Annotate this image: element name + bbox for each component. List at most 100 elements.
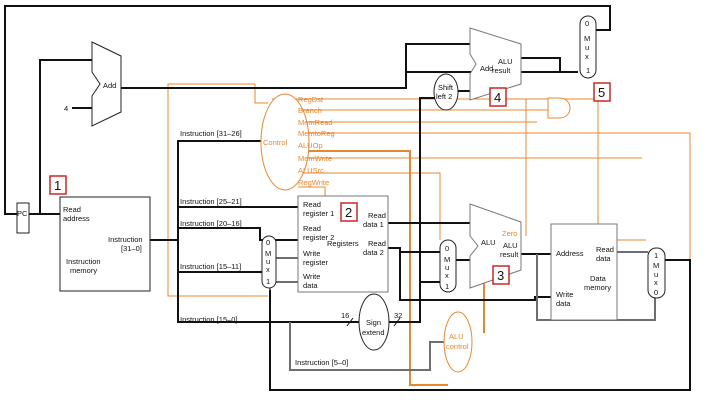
svg-text:left 2: left 2 xyxy=(436,92,452,101)
svg-text:Instruction [15–11]: Instruction [15–11] xyxy=(180,262,241,271)
svg-text:memory: memory xyxy=(70,266,97,275)
svg-text:Data: Data xyxy=(590,274,607,283)
svg-text:x: x xyxy=(266,265,270,274)
svg-text:Read: Read xyxy=(303,200,321,209)
svg-text:u: u xyxy=(585,43,589,52)
svg-text:Write: Write xyxy=(303,272,320,281)
svg-text:Shift: Shift xyxy=(438,83,454,92)
svg-text:1: 1 xyxy=(654,251,658,260)
svg-text:5: 5 xyxy=(598,85,605,100)
constant-four: 4 xyxy=(64,104,68,113)
svg-text:Instruction [15–0]: Instruction [15–0] xyxy=(180,315,238,324)
svg-text:Instruction: Instruction xyxy=(66,257,101,266)
signal-branch: Branch xyxy=(298,106,322,115)
control-unit: Control xyxy=(260,93,310,191)
control-title: Control xyxy=(263,138,288,147)
svg-text:16: 16 xyxy=(341,311,349,320)
svg-text:register 2: register 2 xyxy=(303,233,334,242)
tag-5: 5 xyxy=(593,82,611,102)
mux-memtoreg: 1 M u x 0 xyxy=(647,247,666,299)
tag-2: 2 xyxy=(340,202,358,222)
signal-regwrite: RegWrite xyxy=(298,178,329,187)
svg-text:Read: Read xyxy=(596,245,614,254)
svg-text:M: M xyxy=(265,249,271,258)
svg-text:data 2: data 2 xyxy=(363,248,384,257)
signal-regdst: RegDst xyxy=(298,95,324,104)
svg-text:ALU: ALU xyxy=(503,241,518,250)
svg-text:x: x xyxy=(585,52,589,61)
mux-alusrc: 0 M u x 1 xyxy=(439,239,457,293)
svg-text:2: 2 xyxy=(345,205,352,220)
data-memory: Address Read data Write data Data memory xyxy=(550,223,618,321)
signal-memtoreg: MemtoReg xyxy=(298,129,335,138)
svg-text:Read: Read xyxy=(368,239,386,248)
signal-memwrite: MemWrite xyxy=(298,154,332,163)
svg-text:0: 0 xyxy=(445,244,449,253)
svg-text:ALU: ALU xyxy=(449,332,464,341)
svg-text:u: u xyxy=(654,270,658,279)
svg-text:Instruction [5–0]: Instruction [5–0] xyxy=(295,358,348,367)
svg-text:data: data xyxy=(556,299,571,308)
tag-4: 4 xyxy=(489,87,507,107)
branch-and-gate xyxy=(547,97,571,119)
add-label: Add xyxy=(103,81,116,90)
svg-text:[31–0]: [31–0] xyxy=(121,244,142,253)
control-wires xyxy=(167,83,691,386)
svg-text:Write: Write xyxy=(556,290,573,299)
registers-title: Registers xyxy=(327,239,359,248)
branch-alu-label: ALU xyxy=(498,57,513,66)
pc-register: PC xyxy=(16,202,30,234)
svg-text:0: 0 xyxy=(654,288,658,297)
instruction-memory: Read address Instruction [31–0] Instruct… xyxy=(59,196,151,292)
svg-text:extend: extend xyxy=(362,328,385,337)
svg-text:0: 0 xyxy=(266,238,270,247)
instruction-fields: Instruction [31–26] Instruction [25–21] … xyxy=(180,129,348,367)
svg-text:1: 1 xyxy=(266,277,270,286)
svg-text:Instruction [20–16]: Instruction [20–16] xyxy=(180,219,242,228)
svg-text:1: 1 xyxy=(445,282,449,291)
pc-adder: Add xyxy=(91,41,122,127)
svg-text:Sign: Sign xyxy=(366,318,381,327)
svg-text:Instruction [31–26]: Instruction [31–26] xyxy=(180,129,242,138)
pc-label: PC xyxy=(17,209,28,218)
branch-result-label: result xyxy=(492,66,511,75)
alu-zero-label: Zero xyxy=(502,229,517,238)
svg-text:memory: memory xyxy=(584,283,611,292)
alu-control: ALU control xyxy=(443,311,473,373)
branch-add-label: Add xyxy=(480,64,493,73)
control-signals: RegDst Branch MemRead MemtoReg ALUOp Mem… xyxy=(298,95,335,187)
sign-extend: Sign extend 16 32 xyxy=(341,293,402,351)
signal-aluop: ALUOp xyxy=(298,141,323,150)
svg-text:1: 1 xyxy=(586,66,590,75)
svg-text:Read: Read xyxy=(63,205,81,214)
svg-text:Read: Read xyxy=(303,224,321,233)
svg-text:control: control xyxy=(446,342,469,351)
svg-text:x: x xyxy=(445,271,449,280)
svg-text:x: x xyxy=(654,278,658,287)
svg-text:Instruction: Instruction xyxy=(108,235,143,244)
signal-memread: MemRead xyxy=(298,118,333,127)
svg-text:Read: Read xyxy=(368,211,386,220)
svg-text:32: 32 xyxy=(394,311,402,320)
datapath-wires xyxy=(4,5,691,391)
svg-text:M: M xyxy=(444,255,450,264)
svg-text:3: 3 xyxy=(497,268,504,283)
svg-text:address: address xyxy=(63,214,90,223)
svg-text:data: data xyxy=(596,254,611,263)
svg-text:Write: Write xyxy=(303,249,320,258)
svg-text:register: register xyxy=(303,258,329,267)
signal-alusrc: ALUSrc xyxy=(298,166,324,175)
svg-text:M: M xyxy=(584,34,590,43)
svg-text:ALU: ALU xyxy=(481,238,496,247)
mux-regdst: 0 M u x 1 xyxy=(261,235,277,289)
mux-pcsrc: 0 M u x 1 xyxy=(579,15,597,79)
branch-adder: Add ALU result xyxy=(469,27,522,101)
svg-text:result: result xyxy=(500,250,519,259)
svg-text:u: u xyxy=(266,257,270,266)
svg-text:u: u xyxy=(445,263,449,272)
svg-text:data: data xyxy=(303,281,318,290)
svg-text:register 1: register 1 xyxy=(303,209,334,218)
svg-text:Address: Address xyxy=(556,249,584,258)
tag-3: 3 xyxy=(492,265,510,285)
